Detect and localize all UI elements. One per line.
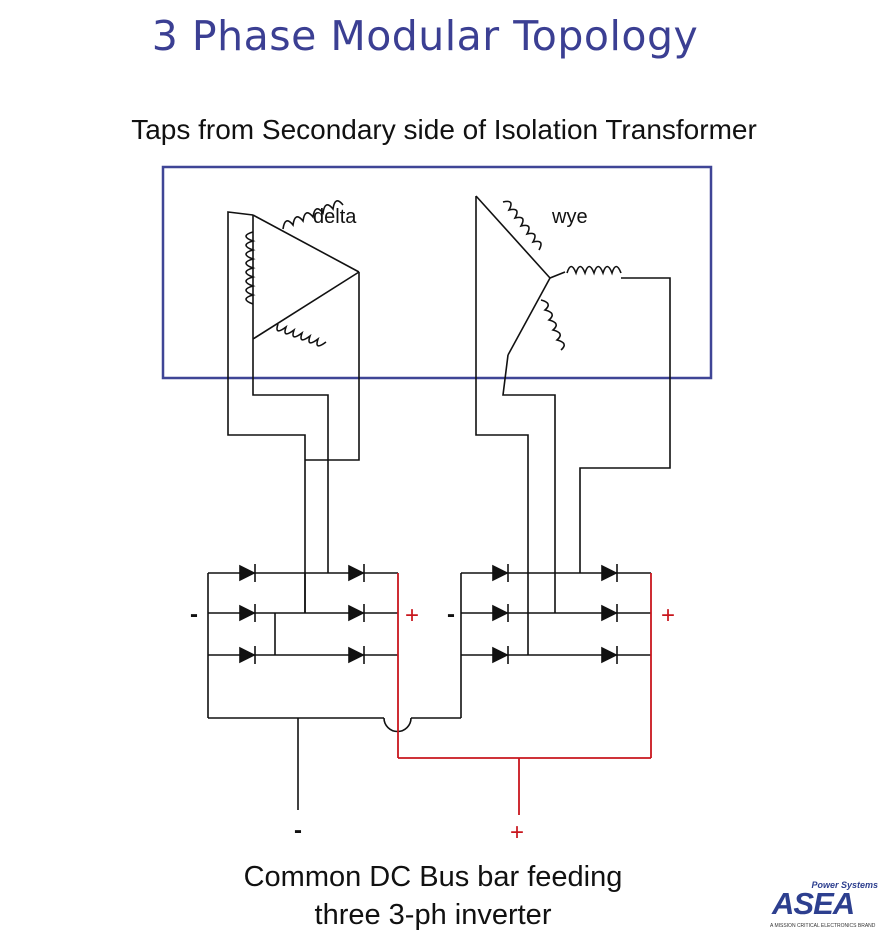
bus-minus-label: - <box>294 817 302 844</box>
negative-bus <box>297 717 412 810</box>
wye-label: wye <box>551 206 588 228</box>
positive-bus <box>397 573 652 815</box>
logo-product: Power Systems <box>811 880 878 890</box>
caption-line-2: three 3-ph inverter <box>314 899 552 931</box>
diagram-subtitle: Taps from Secondary side of Isolation Tr… <box>131 114 757 145</box>
asea-logo: Power Systems ASEA A MISSION CRITICAL EL… <box>768 880 884 930</box>
page-title: 3 Phase Modular Topology <box>151 12 699 60</box>
logo-brand: ASEA <box>772 886 855 921</box>
logo-tagline: A MISSION CRITICAL ELECTRONICS BRAND <box>770 923 876 929</box>
left-plus-label: + <box>405 602 419 629</box>
wye-winding <box>475 195 671 655</box>
right-bridge-rectifier <box>411 572 651 719</box>
caption-line-1: Common DC Bus bar feeding <box>243 861 623 893</box>
right-diodes <box>492 564 618 664</box>
bottom-caption: Common DC Bus bar feeding three 3-ph inv… <box>188 858 678 934</box>
right-plus-label: + <box>661 602 675 629</box>
transformer-enclosure <box>161 165 713 380</box>
right-minus-label: - <box>447 601 455 628</box>
delta-winding <box>227 200 360 613</box>
bus-plus-label: + <box>510 819 524 846</box>
left-diodes <box>239 564 365 664</box>
left-minus-label: - <box>190 601 198 628</box>
left-bridge-rectifier <box>207 572 398 719</box>
delta-label: delta <box>313 206 357 228</box>
